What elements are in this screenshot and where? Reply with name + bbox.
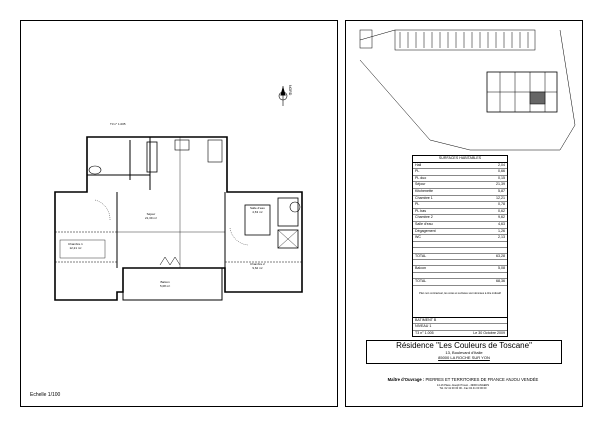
level-label: NIVEAU 1 <box>415 324 432 329</box>
floor-plan <box>54 136 303 301</box>
residence-title-box: Résidence "Les Couleurs de Toscane" 13, … <box>366 340 562 364</box>
date-label: Le 30 Octobre 2009 <box>473 330 505 335</box>
lot-label: T3 n° 1.005 <box>415 330 434 335</box>
outer-walls <box>54 136 303 301</box>
maitre-ouvrage: Maître d'Ouvrage : PIERRES ET TERRITOIRE… <box>387 377 539 390</box>
site-plan <box>359 29 576 151</box>
building-label: BATIMENT B <box>415 317 437 322</box>
address: 13, Boulevard d'Italie <box>445 350 483 355</box>
north-label: NORD <box>288 85 292 96</box>
city: 85000 LA ROCHE SUR YON <box>438 355 490 360</box>
floor-plan-page <box>20 20 338 407</box>
unit-label: T3 n° 1.005 <box>110 122 126 126</box>
table-header: SURFACES HABITABLES <box>413 156 507 163</box>
balcony <box>122 267 223 301</box>
disclaimer-note: Plan non contractuel, les cotes et surfa… <box>413 286 507 318</box>
north-arrow-icon <box>278 86 288 106</box>
residence-name: Résidence "Les Couleurs de Toscane" <box>396 341 532 350</box>
scale-label: Echelle 1/100 <box>30 392 61 398</box>
